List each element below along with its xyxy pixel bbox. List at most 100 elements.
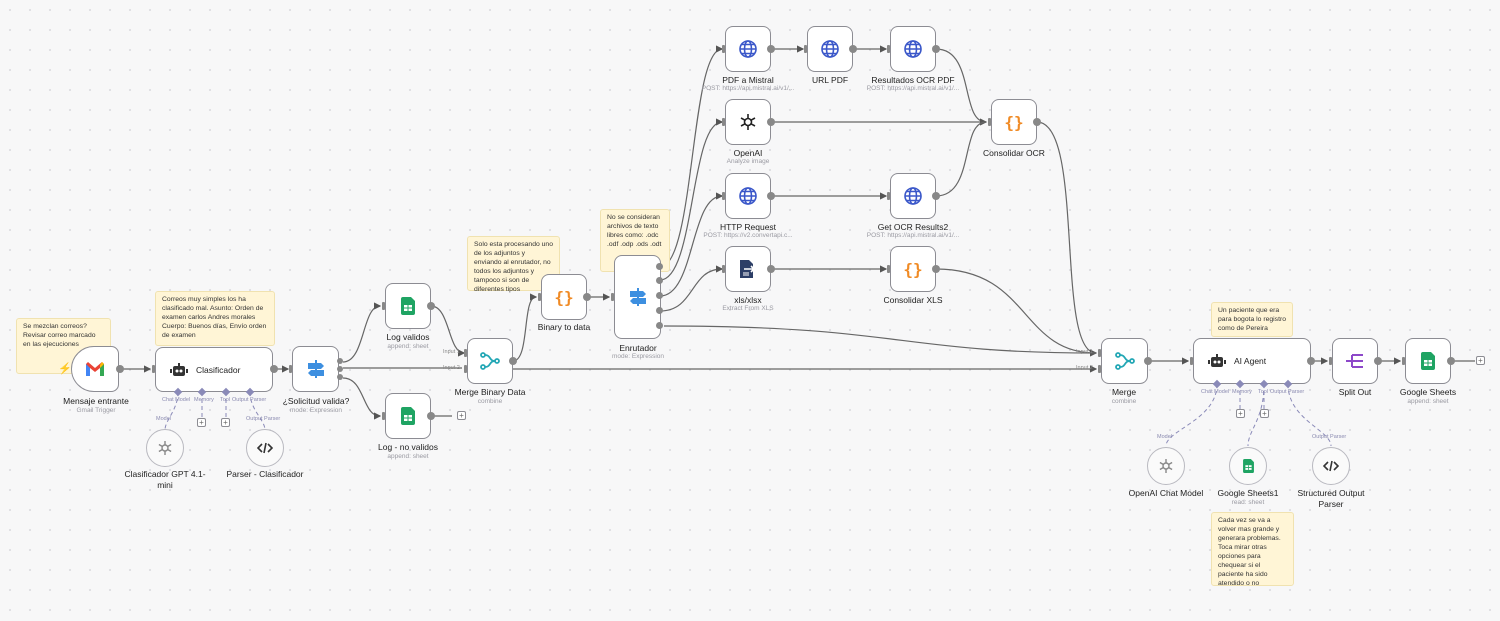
output-port[interactable] bbox=[1307, 357, 1315, 365]
add-node-button[interactable]: + bbox=[457, 411, 466, 420]
input-port[interactable] bbox=[289, 365, 292, 373]
node-pdf-a-mistral[interactable] bbox=[725, 26, 771, 72]
switch-icon bbox=[629, 288, 646, 306]
input-port[interactable] bbox=[611, 293, 614, 301]
output-port[interactable] bbox=[767, 192, 775, 200]
node-mensaje-entrante[interactable] bbox=[71, 346, 119, 392]
node-openai-chat-model[interactable] bbox=[1147, 447, 1185, 485]
node-label: Resultados OCR PDF bbox=[871, 75, 955, 85]
node-enrutador[interactable] bbox=[614, 255, 661, 339]
output-port[interactable] bbox=[656, 307, 663, 314]
output-port[interactable] bbox=[767, 265, 775, 273]
add-node-button[interactable]: + bbox=[1476, 356, 1485, 365]
input-port[interactable] bbox=[988, 118, 991, 126]
globe-icon bbox=[739, 187, 757, 205]
output-port[interactable] bbox=[337, 374, 343, 380]
output-port[interactable] bbox=[656, 263, 663, 270]
output-port[interactable] bbox=[849, 45, 857, 53]
input-port[interactable] bbox=[1098, 365, 1101, 373]
node-parser-clasificador[interactable] bbox=[246, 429, 284, 467]
output-port[interactable] bbox=[509, 357, 517, 365]
input-port[interactable] bbox=[722, 45, 725, 53]
input-port[interactable] bbox=[887, 265, 890, 273]
output-port[interactable] bbox=[932, 45, 940, 53]
output-port[interactable] bbox=[932, 265, 940, 273]
output-port[interactable] bbox=[932, 192, 940, 200]
output-port[interactable] bbox=[1033, 118, 1041, 126]
output-port[interactable] bbox=[427, 302, 435, 310]
braces-icon: {} bbox=[903, 259, 923, 279]
node-split-out[interactable] bbox=[1332, 338, 1378, 384]
code-icon bbox=[1323, 460, 1339, 472]
output-port[interactable] bbox=[337, 366, 343, 372]
port-label-tool: Tool bbox=[1258, 389, 1269, 395]
node-structured-output-parser[interactable] bbox=[1312, 447, 1350, 485]
node-solicitud-valida[interactable] bbox=[292, 346, 339, 392]
node-subtitle: POST: https://api.mistral.ai/v1/... bbox=[866, 85, 960, 92]
input-port[interactable] bbox=[722, 265, 725, 273]
edge bbox=[935, 268, 1097, 354]
output-port[interactable] bbox=[767, 45, 775, 53]
node-consolidar-xls[interactable]: {} bbox=[890, 246, 936, 292]
input-port[interactable] bbox=[887, 45, 890, 53]
sticky-note[interactable]: Cada vez se va a volver mas grande y gen… bbox=[1211, 512, 1294, 587]
output-port[interactable] bbox=[1447, 357, 1455, 365]
input-port[interactable] bbox=[1098, 349, 1101, 357]
input-port[interactable] bbox=[1190, 357, 1193, 365]
sticky-note[interactable]: Correos muy simples los ha clasificado m… bbox=[155, 291, 275, 346]
input-port[interactable] bbox=[722, 118, 725, 126]
node-merge-binary-data[interactable] bbox=[467, 338, 513, 384]
output-port[interactable] bbox=[656, 277, 663, 284]
node-ai-agent[interactable]: AI Agent bbox=[1193, 338, 1311, 384]
node-openai[interactable] bbox=[725, 99, 771, 145]
add-tool-button[interactable]: + bbox=[1260, 409, 1269, 418]
input-port[interactable] bbox=[1329, 357, 1332, 365]
node-google-sheets[interactable] bbox=[1405, 338, 1451, 384]
add-memory-button[interactable]: + bbox=[197, 418, 206, 427]
node-get-ocr-results2[interactable] bbox=[890, 173, 936, 219]
output-port[interactable] bbox=[583, 293, 591, 301]
node-consolidar-ocr[interactable]: {} bbox=[991, 99, 1037, 145]
output-port[interactable] bbox=[270, 365, 278, 373]
node-label: OpenAI bbox=[733, 148, 763, 158]
input-port[interactable] bbox=[382, 302, 385, 310]
input-port[interactable] bbox=[1402, 357, 1405, 365]
node-xls-xlsx[interactable] bbox=[725, 246, 771, 292]
output-port[interactable] bbox=[1144, 357, 1152, 365]
node-label: Log validos bbox=[386, 332, 430, 342]
output-port[interactable] bbox=[656, 322, 663, 329]
gmail-icon bbox=[86, 362, 104, 376]
node-resultados-ocr-pdf[interactable] bbox=[890, 26, 936, 72]
output-port[interactable] bbox=[656, 292, 663, 299]
add-tool-button[interactable]: + bbox=[221, 418, 230, 427]
node-clasificador-gpt[interactable] bbox=[146, 429, 184, 467]
node-subtitle: Gmail Trigger bbox=[76, 407, 116, 414]
node-http-request[interactable] bbox=[725, 173, 771, 219]
node-merge[interactable] bbox=[1101, 338, 1148, 384]
output-port[interactable] bbox=[427, 412, 435, 420]
input-port[interactable] bbox=[804, 45, 807, 53]
merge-icon bbox=[480, 352, 500, 370]
input-port[interactable] bbox=[722, 192, 725, 200]
node-log-no-validos[interactable] bbox=[385, 393, 431, 439]
output-port[interactable] bbox=[337, 358, 343, 364]
output-port[interactable] bbox=[1374, 357, 1382, 365]
node-subtitle: append: sheet bbox=[1407, 398, 1449, 405]
sticky-note[interactable]: Un paciente que era para bogota lo regis… bbox=[1211, 302, 1293, 337]
add-memory-button[interactable]: + bbox=[1236, 409, 1245, 418]
input-port[interactable] bbox=[538, 293, 541, 301]
output-port[interactable] bbox=[767, 118, 775, 126]
node-google-sheets1[interactable] bbox=[1229, 447, 1267, 485]
node-label: PDF a Mistral bbox=[722, 75, 774, 85]
output-port[interactable] bbox=[116, 365, 124, 373]
node-url-pdf[interactable] bbox=[807, 26, 853, 72]
node-label: Merge bbox=[1111, 387, 1137, 397]
node-clasificador[interactable]: Clasificador bbox=[155, 347, 273, 392]
node-log-validos[interactable] bbox=[385, 283, 431, 329]
input-port[interactable] bbox=[152, 365, 155, 373]
input-port[interactable] bbox=[887, 192, 890, 200]
input-port[interactable] bbox=[464, 349, 467, 357]
node-binary-to-data[interactable]: {} bbox=[541, 274, 587, 320]
input-port[interactable] bbox=[382, 412, 385, 420]
input-port[interactable] bbox=[464, 365, 467, 373]
